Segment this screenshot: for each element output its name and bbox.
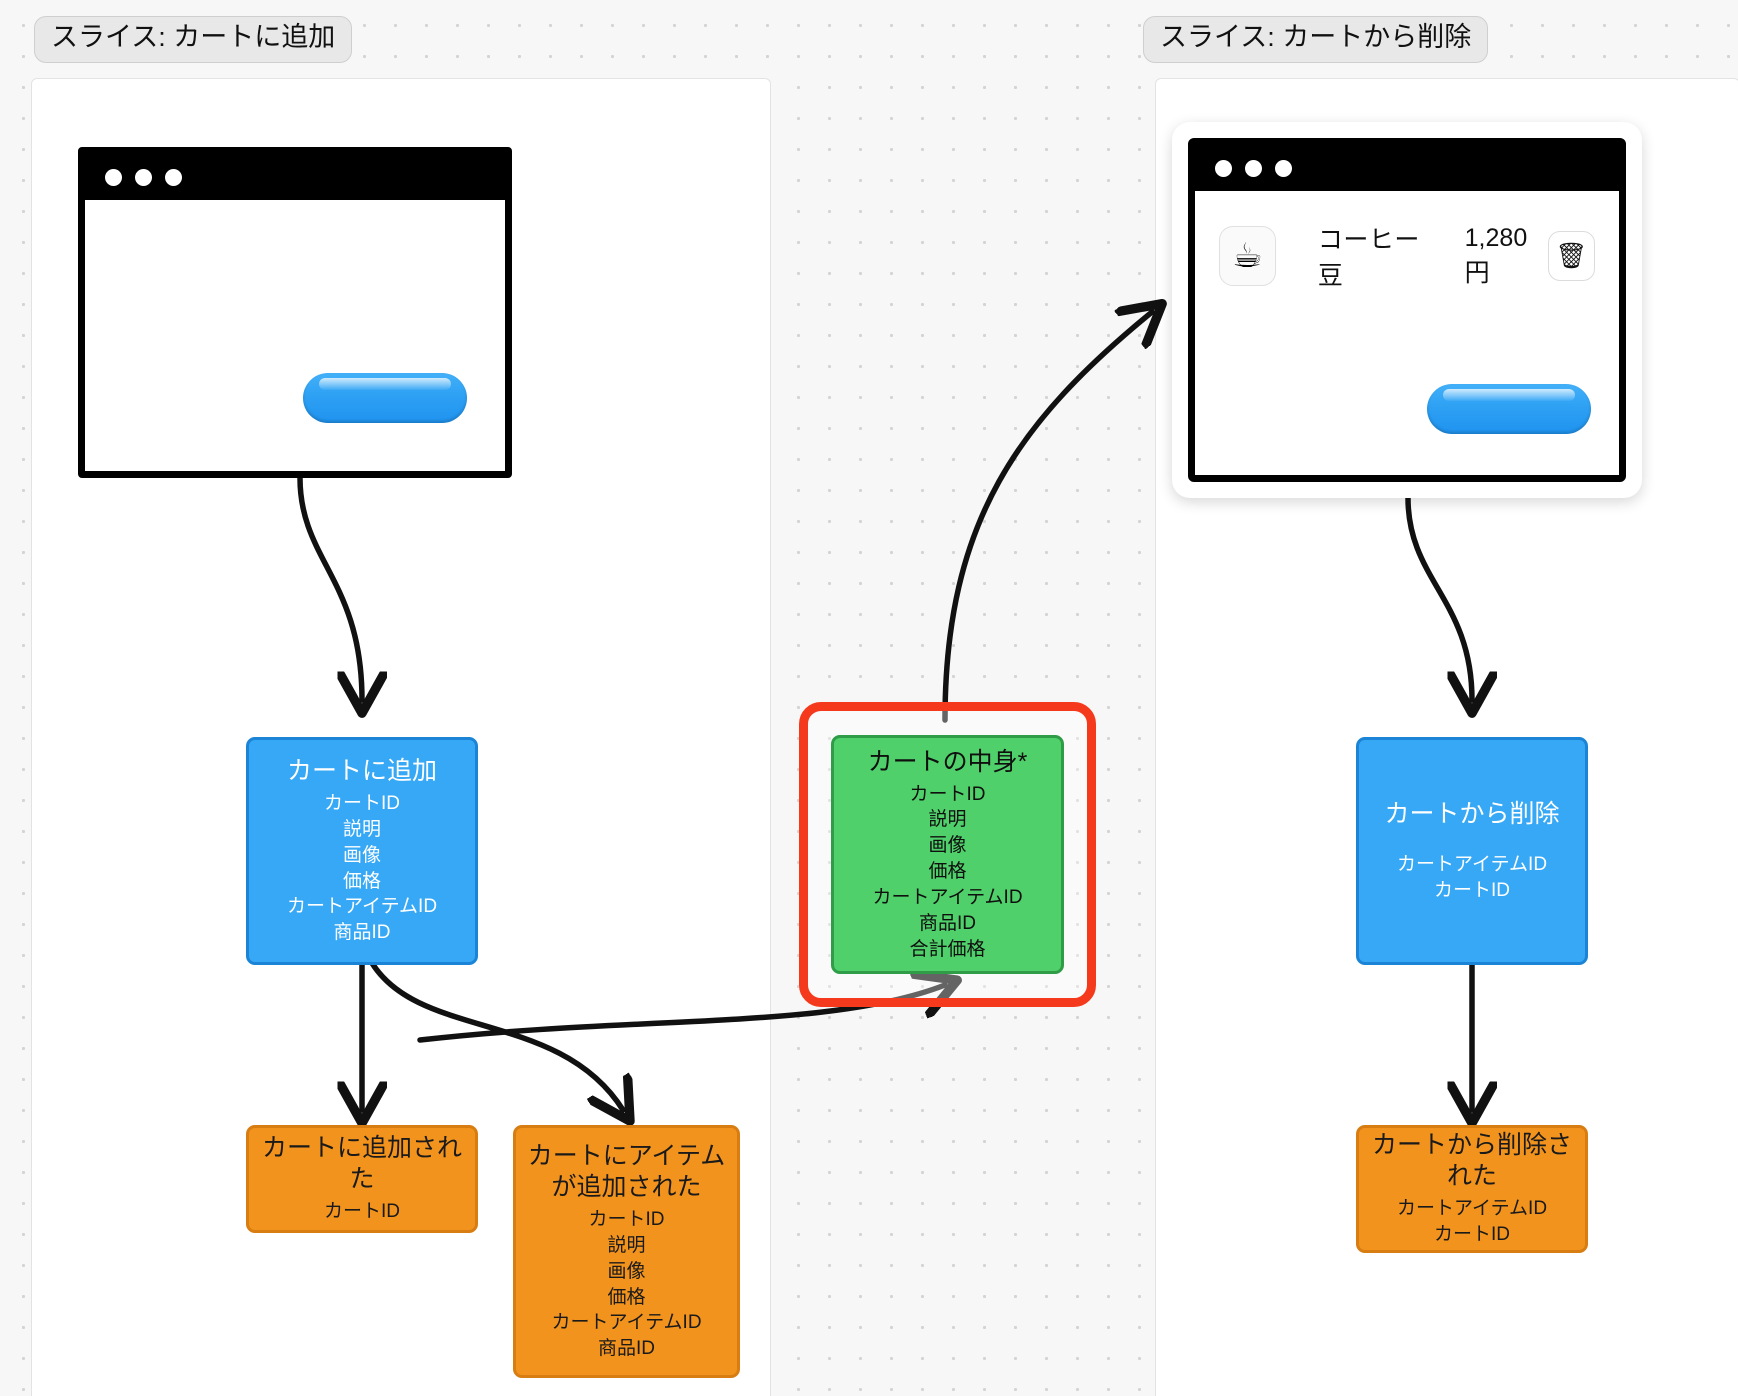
event-removed-from-cart[interactable]: カートから削除された カートアイテムID カートID: [1356, 1125, 1588, 1253]
node-field: カートID: [1433, 879, 1510, 901]
wireframe-titlebar: [85, 154, 505, 200]
coffee-cup-icon: ☕: [1219, 226, 1276, 286]
window-dot-minimize-icon: [1245, 159, 1262, 177]
window-dot-minimize-icon: [135, 168, 152, 186]
slice-label-add-to-cart[interactable]: スライス: カートに追加: [34, 16, 353, 63]
slice-label-remove-from-cart[interactable]: スライス: カートから削除: [1143, 16, 1489, 63]
node-title: カートから削除された: [1371, 1131, 1572, 1191]
node-field: 価格: [607, 1286, 646, 1308]
node-field: 商品ID: [333, 922, 391, 944]
node-title: カートから削除: [1384, 799, 1560, 828]
window-dot-maximize-icon: [165, 168, 182, 186]
node-field: カートID: [909, 783, 986, 805]
window-dot-maximize-icon: [1275, 159, 1292, 177]
node-title: カートに追加された: [261, 1134, 462, 1194]
cart-line-item: ☕ コーヒー豆 1,280円 🗑: [1219, 223, 1596, 290]
node-field: 説明: [928, 809, 967, 831]
node-field: 画像: [607, 1260, 646, 1282]
node-title: カートに追加: [286, 757, 437, 786]
wireframe-body: ☕ コーヒー豆 1,280円 🗑: [1195, 191, 1619, 475]
node-field: カートアイテムID: [1396, 853, 1548, 875]
read-model-cart-contents[interactable]: カートの中身* カートID 説明 画像 価格 カートアイテムID 商品ID 合計…: [831, 735, 1064, 974]
node-field: カートアイテムID: [551, 1312, 702, 1334]
node-title: カートの中身*: [867, 747, 1028, 776]
node-field: カートID: [588, 1209, 665, 1231]
node-title: カートにアイテムが追加された: [527, 1142, 726, 1202]
node-field: 画像: [928, 835, 967, 857]
node-field: カートアイテムID: [1396, 1198, 1548, 1220]
node-field: 価格: [342, 870, 381, 892]
wireframe-cart-contents[interactable]: ☕ コーヒー豆 1,280円 🗑: [1172, 122, 1642, 498]
node-field: 画像: [342, 844, 381, 866]
node-field: 合計価格: [909, 938, 986, 960]
add-to-cart-button[interactable]: [303, 373, 467, 423]
event-item-added-to-cart[interactable]: カートにアイテムが追加された カートID 説明 画像 価格 カートアイテムID …: [513, 1125, 740, 1378]
event-added-to-cart[interactable]: カートに追加された カートID: [246, 1125, 478, 1233]
node-field: 説明: [607, 1234, 646, 1256]
cart-item-name: コーヒー豆: [1317, 226, 1420, 290]
wireframe-inner-frame: ☕ コーヒー豆 1,280円 🗑: [1188, 138, 1626, 482]
node-field: カートID: [1433, 1224, 1510, 1245]
window-dot-close-icon: [105, 168, 122, 186]
command-add-to-cart[interactable]: カートに追加 カートID 説明 画像 価格 カートアイテムID 商品ID: [246, 737, 478, 965]
node-field: 商品ID: [918, 912, 976, 934]
wireframe-titlebar: [1195, 145, 1619, 191]
node-field: 商品ID: [597, 1338, 655, 1360]
node-field: カートアイテムID: [872, 886, 1023, 908]
wireframe-add-to-cart[interactable]: [78, 147, 512, 478]
trash-icon[interactable]: 🗑: [1547, 231, 1596, 281]
node-field: 説明: [342, 818, 381, 840]
wireframe-body: [85, 200, 505, 471]
node-field: カートID: [323, 1201, 400, 1223]
command-remove-from-cart[interactable]: カートから削除 カートアイテムID カートID: [1356, 737, 1588, 965]
node-field: カートID: [323, 793, 400, 815]
node-field: 価格: [928, 861, 967, 883]
cart-item-price: 1,280円: [1464, 223, 1528, 287]
node-field: カートアイテムID: [286, 896, 438, 918]
checkout-button[interactable]: [1427, 384, 1591, 434]
window-dot-close-icon: [1215, 159, 1232, 177]
spacer: [1369, 834, 1575, 852]
